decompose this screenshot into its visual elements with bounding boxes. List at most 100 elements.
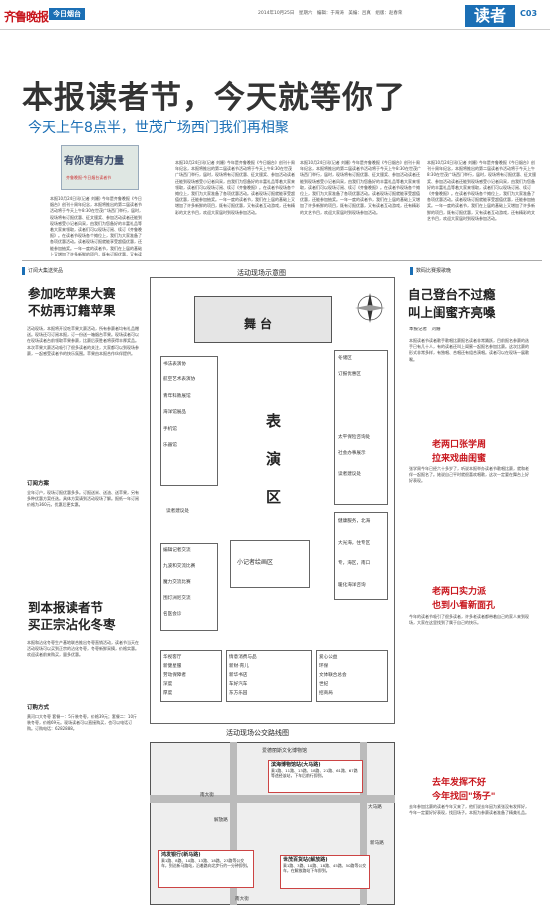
booth-1: 书法表演协	[163, 362, 186, 367]
right-body2: 张学周今年已经六十多岁了，听说本报举办读者节歌唱比赛，就和老伴一起报名了。她说自…	[409, 466, 529, 484]
booth-5: 手机馆	[163, 427, 177, 432]
left-head1b: 不妨再订籍苹果	[28, 303, 116, 318]
bus-box3-title: 世茂百货站(解放路)	[283, 857, 328, 863]
page-header	[0, 0, 550, 30]
booth-4: 海洋馆展品	[163, 410, 186, 415]
bottom-left-2: 新健星服	[163, 664, 182, 669]
map-title: 活动现场示意图	[237, 269, 286, 277]
right-body3: 今年的读者节吸引了很多读者，许多老读者都带着自己的家人来到现场，大家在这里找到了…	[409, 614, 529, 626]
bottom-left-booths	[160, 650, 222, 702]
right-red2b: 也到小看新面孔	[432, 601, 496, 611]
lead-text-col4: 本报10月24日讯(记者 刘姗) 今年是齐鲁晚报《今日烟台》创刊十周年纪念，本报…	[427, 160, 536, 221]
lower-booth-3: 魔力交流比赛	[163, 580, 191, 585]
right-head-a: 自己登台不过瘾	[408, 287, 496, 302]
lower-booth-4: 围灯洲尼交流	[163, 596, 191, 601]
bus-box3: 世茂百货站(解放路) 乘1路、3路、10路、18路、45路、50路等公交车，在解…	[280, 855, 370, 889]
subheadline: 今天上午8点半，世茂广场西门我们再相聚	[28, 120, 289, 136]
street-label: 南大街	[235, 897, 249, 902]
right-mid-3: 专，海区，南口	[338, 561, 371, 566]
left-body2: 本报和沾化冬枣生产基地联合推出冬枣直销活动，读者节当天在活动现场可以买到正宗的沾…	[27, 640, 139, 658]
bus-box3-text: 乘1路、3路、10路、18路、45路、50路等公交车，在解放路站下车即到。	[283, 863, 367, 874]
bottom-right-4: 世纪	[319, 682, 329, 687]
bottom-mid-3: 新华书店	[229, 673, 248, 678]
left-plan1: 全年订户，现场订报优惠多多。订报送米、送油、送苹果，另有多种优惠方案任选。具体方…	[27, 490, 139, 508]
right-body1: 本报读者节读者歌手歌唱比赛报名读者非常踊跃，目前报名参赛的选手已有几十人，有的读…	[409, 338, 529, 362]
left-head2b: 买正宗沾化冬枣	[28, 617, 116, 632]
compass-icon	[352, 290, 388, 326]
right-mid-2: 大光海，住专区	[338, 541, 371, 546]
right-red3: 去年发挥不好	[432, 778, 487, 788]
right-mid-booths	[334, 512, 388, 600]
right-booth-3: 太平保险咨询处	[338, 435, 371, 440]
bus-box1-text: 乘1路、11路、13路、18路、21路、61路、67路等途经该站，下车后前行即到…	[271, 768, 358, 779]
banner-subtitle: 齐鲁晚报·今日烟台读者节	[66, 175, 112, 180]
left-sub1: 订阅方案	[27, 481, 50, 487]
bottom-left-1: 华视客厅	[163, 655, 182, 660]
bottom-left-5: 厚度	[163, 691, 173, 696]
bottom-left-3: 劳动保障者	[163, 673, 186, 678]
stage-label: 舞台	[244, 317, 277, 331]
bus-box2-text: 乘1路、8路、10路、13路、18路、23路等公交车，到达新马路站，沿着路向北步…	[161, 858, 251, 869]
right-booth-2: 订报优惠区	[338, 372, 361, 377]
venue-map	[150, 277, 395, 724]
left-head1a: 参加吃苹果大赛	[28, 286, 116, 301]
right-mid-1: 健康服务，北海	[338, 519, 371, 524]
banner-title: 有你更有力量	[64, 156, 124, 167]
right-booth-1: 冬储区	[338, 356, 352, 361]
left-body1: 活动现场，本报将开设吃苹果大赛活动，所有参赛者均有礼品赠送。现场还可订阅本报，订…	[27, 326, 139, 356]
bus-box2: 鸿发银行(新马路) 乘1路、8路、10路、13路、18路、23路等公交车，到达新…	[158, 850, 254, 888]
left-lower-booths	[160, 543, 218, 631]
bottom-mid-1: 情意消费与品	[229, 655, 257, 660]
right-red2: 老两口实力派	[432, 587, 487, 597]
page-label: 今日烟台	[49, 8, 85, 20]
lower-booth-1: 编辑记者交流	[163, 548, 191, 553]
lead-text-col3: 本报10月24日讯(记者 刘姗) 今年是齐鲁晚报《今日烟台》创刊十周年纪念，本报…	[300, 160, 421, 215]
street-label: 新马路	[370, 841, 384, 846]
right-red1: 老两口张学周	[432, 440, 487, 450]
bottom-right-3: 文体联合总会	[319, 673, 347, 678]
right-red3b: 今年找回"场子"	[432, 792, 496, 802]
bus-box2-title: 鸿发银行(新马路)	[161, 852, 201, 858]
lower-booth-2: 九波和交流比赛	[163, 564, 196, 569]
street-label: 南大街	[200, 793, 214, 798]
dateline: 2014年10月25日 星期六 编辑：于海涛 美编：吕真 组版：赵春荣	[258, 11, 403, 16]
page-number: C03	[520, 9, 538, 18]
road-h1	[150, 795, 395, 803]
bottom-right-1: 爱心公益	[319, 655, 338, 660]
right-red1b: 拉来戏曲闺蜜	[432, 454, 487, 464]
right-booth-4: 社会办事展示	[338, 451, 366, 456]
right-booth-5: 读者建议处	[338, 472, 361, 477]
bus-box1-title: 滨海博物馆站(大马路)	[271, 762, 321, 768]
road-v1	[230, 742, 237, 905]
headline: 本报读者节，今天就等你了	[22, 80, 406, 116]
bottom-right-2: 环保	[319, 664, 329, 669]
left-plan2: 黄河口大冬枣 套餐一：5斤装冬枣，价格39元；套餐二：10斤装冬枣，价格69元。…	[27, 714, 137, 732]
right-tag: 数码比赛报歌晚	[410, 267, 451, 275]
lead-text-col2: 本报10月24日讯(记者 刘姗) 今年是齐鲁晚报《今日烟台》创刊十周年纪念，本报…	[175, 160, 295, 215]
bus-map-title: 活动现场公交路线图	[226, 729, 289, 737]
kids-label: 小记者绘画区	[237, 559, 274, 566]
event-banner-image	[61, 145, 139, 190]
bottom-mid-4: 车好汽车	[229, 682, 248, 687]
lead-text-col1: 本报10月24日讯(记者 刘姗) 今年是齐鲁晚报《今日烟台》创刊十周年纪念，本报…	[50, 196, 143, 256]
bottom-left-4: 深度	[163, 682, 173, 687]
lower-booth-5: 名医会诊	[163, 612, 182, 617]
road-v2	[360, 742, 367, 905]
right-booths	[334, 350, 388, 505]
bottom-mid-2: 新财·育儿	[229, 664, 249, 669]
bottom-mid-booths	[226, 650, 312, 702]
left-booths	[160, 356, 218, 486]
bottom-right-5: 招商局	[319, 691, 333, 696]
right-head-b: 叫上闺蜜齐亮嗓	[408, 305, 496, 320]
suggestion-booth: 读者建议处	[166, 509, 189, 514]
bottom-right-booths	[316, 650, 388, 702]
booth-2: 航空艺术表演协	[163, 377, 196, 382]
booth-3: 青年科教展馆	[163, 394, 191, 399]
right-body4: 去年参加比赛的读者今年又来了，他们说去年因为紧张没有发挥好，今年一定要好好表现，…	[409, 804, 529, 816]
booth-6: 乐器馆	[163, 443, 177, 448]
left-tag: 订阅大集送奖品	[22, 267, 63, 275]
bottom-mid-5: 东方乐园	[229, 691, 248, 696]
newspaper-logo: 齐鲁晚报	[4, 10, 49, 24]
kids-drawing-area	[230, 540, 310, 588]
street-label: 大马路	[368, 805, 382, 810]
